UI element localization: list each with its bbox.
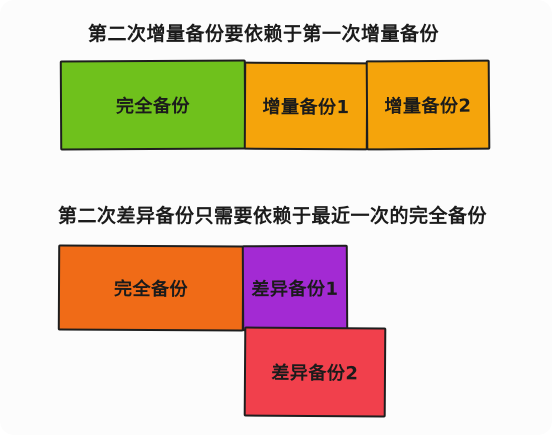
incremental-backup-2-block: 增量备份2 <box>365 59 491 151</box>
differential-caption: 第二次差异备份只需要依赖于最近一次的完全备份 <box>58 205 488 227</box>
differential-backup-1-block: 差异备份1 <box>241 244 349 332</box>
incremental-caption: 第二次增量备份要依赖于第一次增量备份 <box>88 23 440 45</box>
full-backup-block-2: 完全备份 <box>57 244 245 332</box>
incremental-backup-1-block: 增量备份1 <box>243 61 369 151</box>
differential-backup-2-block: 差异备份2 <box>243 326 387 418</box>
full-backup-block: 完全备份 <box>59 59 247 151</box>
